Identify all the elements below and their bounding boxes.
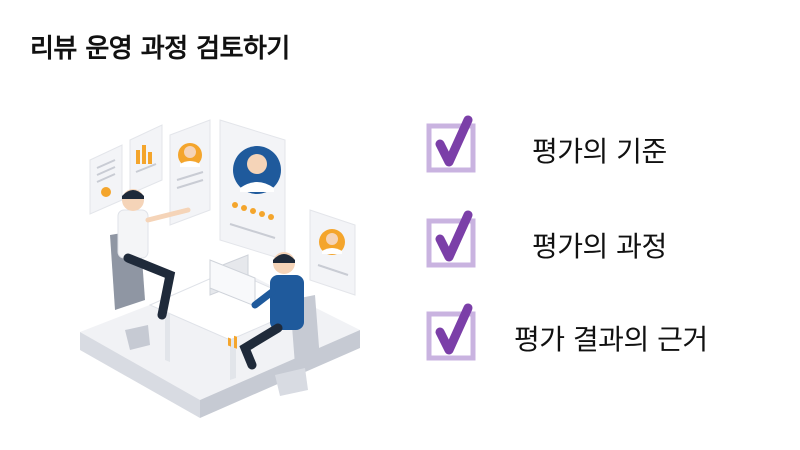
checklist-item-process: 평가의 과정	[420, 205, 760, 275]
page-title: 리뷰 운영 과정 검토하기	[30, 34, 290, 64]
checklist-item-label: 평가의 과정	[532, 230, 667, 263]
document-card-left	[89, 144, 123, 215]
checklist-item-label: 평가 결과의 근거	[514, 323, 708, 356]
document-card-chart	[129, 124, 163, 195]
person-right	[239, 252, 320, 396]
person-left	[110, 189, 191, 350]
checkbox-checked-icon	[420, 110, 480, 180]
profile-card-large	[219, 119, 286, 261]
checklist-item-criteria: 평가의 기준	[420, 110, 760, 180]
checkbox-checked-icon	[420, 205, 480, 275]
rating-stars	[232, 202, 274, 220]
review-meeting-illustration	[70, 100, 370, 445]
checklist-item-basis: 평가 결과의 근거	[420, 298, 760, 368]
checklist-item-label: 평가의 기준	[532, 135, 667, 168]
profile-card-right	[309, 209, 356, 296]
checkbox-checked-icon	[420, 298, 480, 368]
illustration-svg	[80, 119, 360, 418]
profile-card-small	[169, 119, 211, 226]
